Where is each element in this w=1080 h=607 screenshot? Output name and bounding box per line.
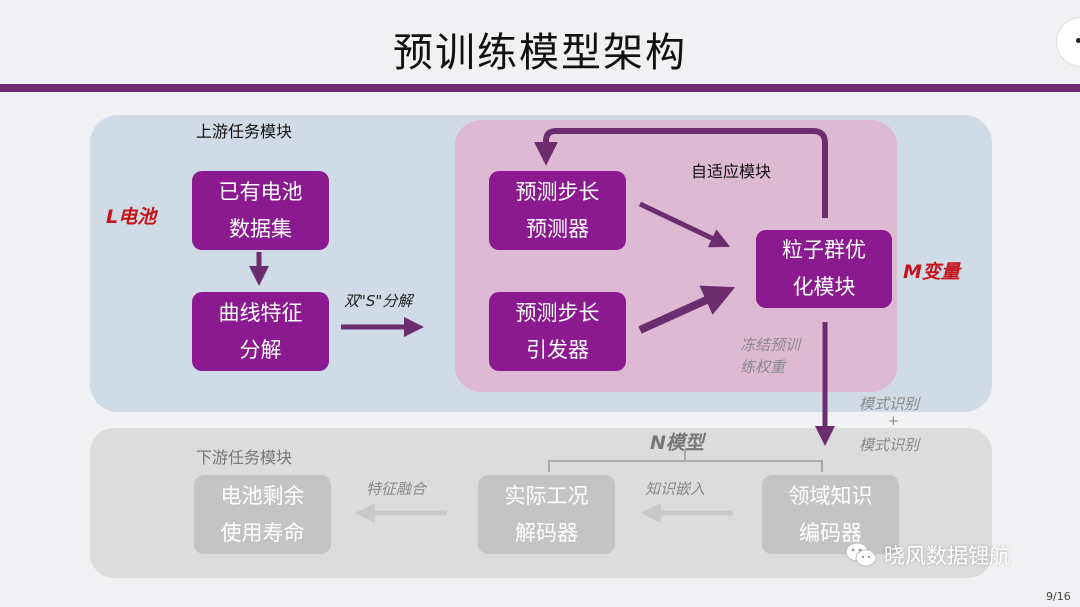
knowledge-embed-label: 知识嵌入 xyxy=(645,480,706,498)
trigger-box-line2: 引发器 xyxy=(526,337,589,362)
wechat-icon xyxy=(845,542,877,567)
n-model-bracket xyxy=(548,450,823,472)
m-variable-label: M变量 xyxy=(903,261,960,283)
l-battery-label: L电池 xyxy=(106,206,157,228)
rul-box-line1: 电池剩余 xyxy=(220,483,305,508)
n-model-label: N模型 xyxy=(650,432,704,454)
decoder-box-line2: 解码器 xyxy=(515,520,578,545)
freeze-label-line1: 冻结预训 xyxy=(740,336,801,354)
watermark: 晓风数据锂航 xyxy=(844,540,1010,570)
arrow-trigger-to-pso xyxy=(638,285,736,334)
mode-label-line2: 模式识别 xyxy=(859,436,920,454)
step-trigger-box: 预测步长 引发器 xyxy=(489,292,626,371)
condition-decoder-box: 实际工况 解码器 xyxy=(478,475,615,554)
mode-label-line1: 模式识别 xyxy=(859,395,920,413)
pso-box-line1: 粒子群优 xyxy=(782,238,866,262)
upstream-label: 上游任务模块 xyxy=(196,122,293,141)
dataset-box-line2: 数据集 xyxy=(229,216,292,241)
nav-dot-icon xyxy=(1076,38,1080,43)
encoder-box-line2: 编码器 xyxy=(799,520,862,545)
step-predictor-box: 预测步长 预测器 xyxy=(489,171,626,250)
rul-output-box: 电池剩余 使用寿命 xyxy=(194,475,331,554)
decoder-box-line1: 实际工况 xyxy=(504,483,589,508)
freeze-label-line2: 练权重 xyxy=(740,358,786,376)
encoder-box-line1: 领域知识 xyxy=(788,483,873,508)
page-number: 9/16 xyxy=(1046,590,1071,603)
mode-label-plus: + xyxy=(888,414,899,429)
downstream-label: 下游任务模块 xyxy=(196,448,293,467)
page-title: 预训练模型架构 xyxy=(393,30,687,76)
curve-box-line2: 分解 xyxy=(239,337,282,362)
watermark-text: 晓风数据锂航 xyxy=(884,544,1010,568)
predictor-box-line2: 预测器 xyxy=(526,216,589,241)
dataset-box-line1: 已有电池 xyxy=(218,179,303,204)
double-s-label: 双"S"分解 xyxy=(344,292,413,310)
feature-fusion-label: 特征融合 xyxy=(366,480,427,498)
curve-box-line1: 曲线特征 xyxy=(218,300,303,325)
knowledge-encoder-box: 领域知识 编码器 xyxy=(762,475,899,554)
predictor-box-line1: 预测步长 xyxy=(515,179,600,204)
pso-module-box: 粒子群优 化模块 xyxy=(756,230,892,308)
pso-box-line2: 化模块 xyxy=(792,275,856,299)
title-bar xyxy=(0,84,1080,92)
arrow-feedback-loop xyxy=(534,128,828,218)
dataset-box: 已有电池 数据集 xyxy=(192,171,329,250)
arrow-predictor-to-pso xyxy=(638,201,731,248)
rul-box-line2: 使用寿命 xyxy=(220,520,305,545)
curve-decomposition-box: 曲线特征 分解 xyxy=(192,292,329,371)
trigger-box-line1: 预测步长 xyxy=(515,300,600,325)
adaptive-label: 自适应模块 xyxy=(691,162,772,181)
